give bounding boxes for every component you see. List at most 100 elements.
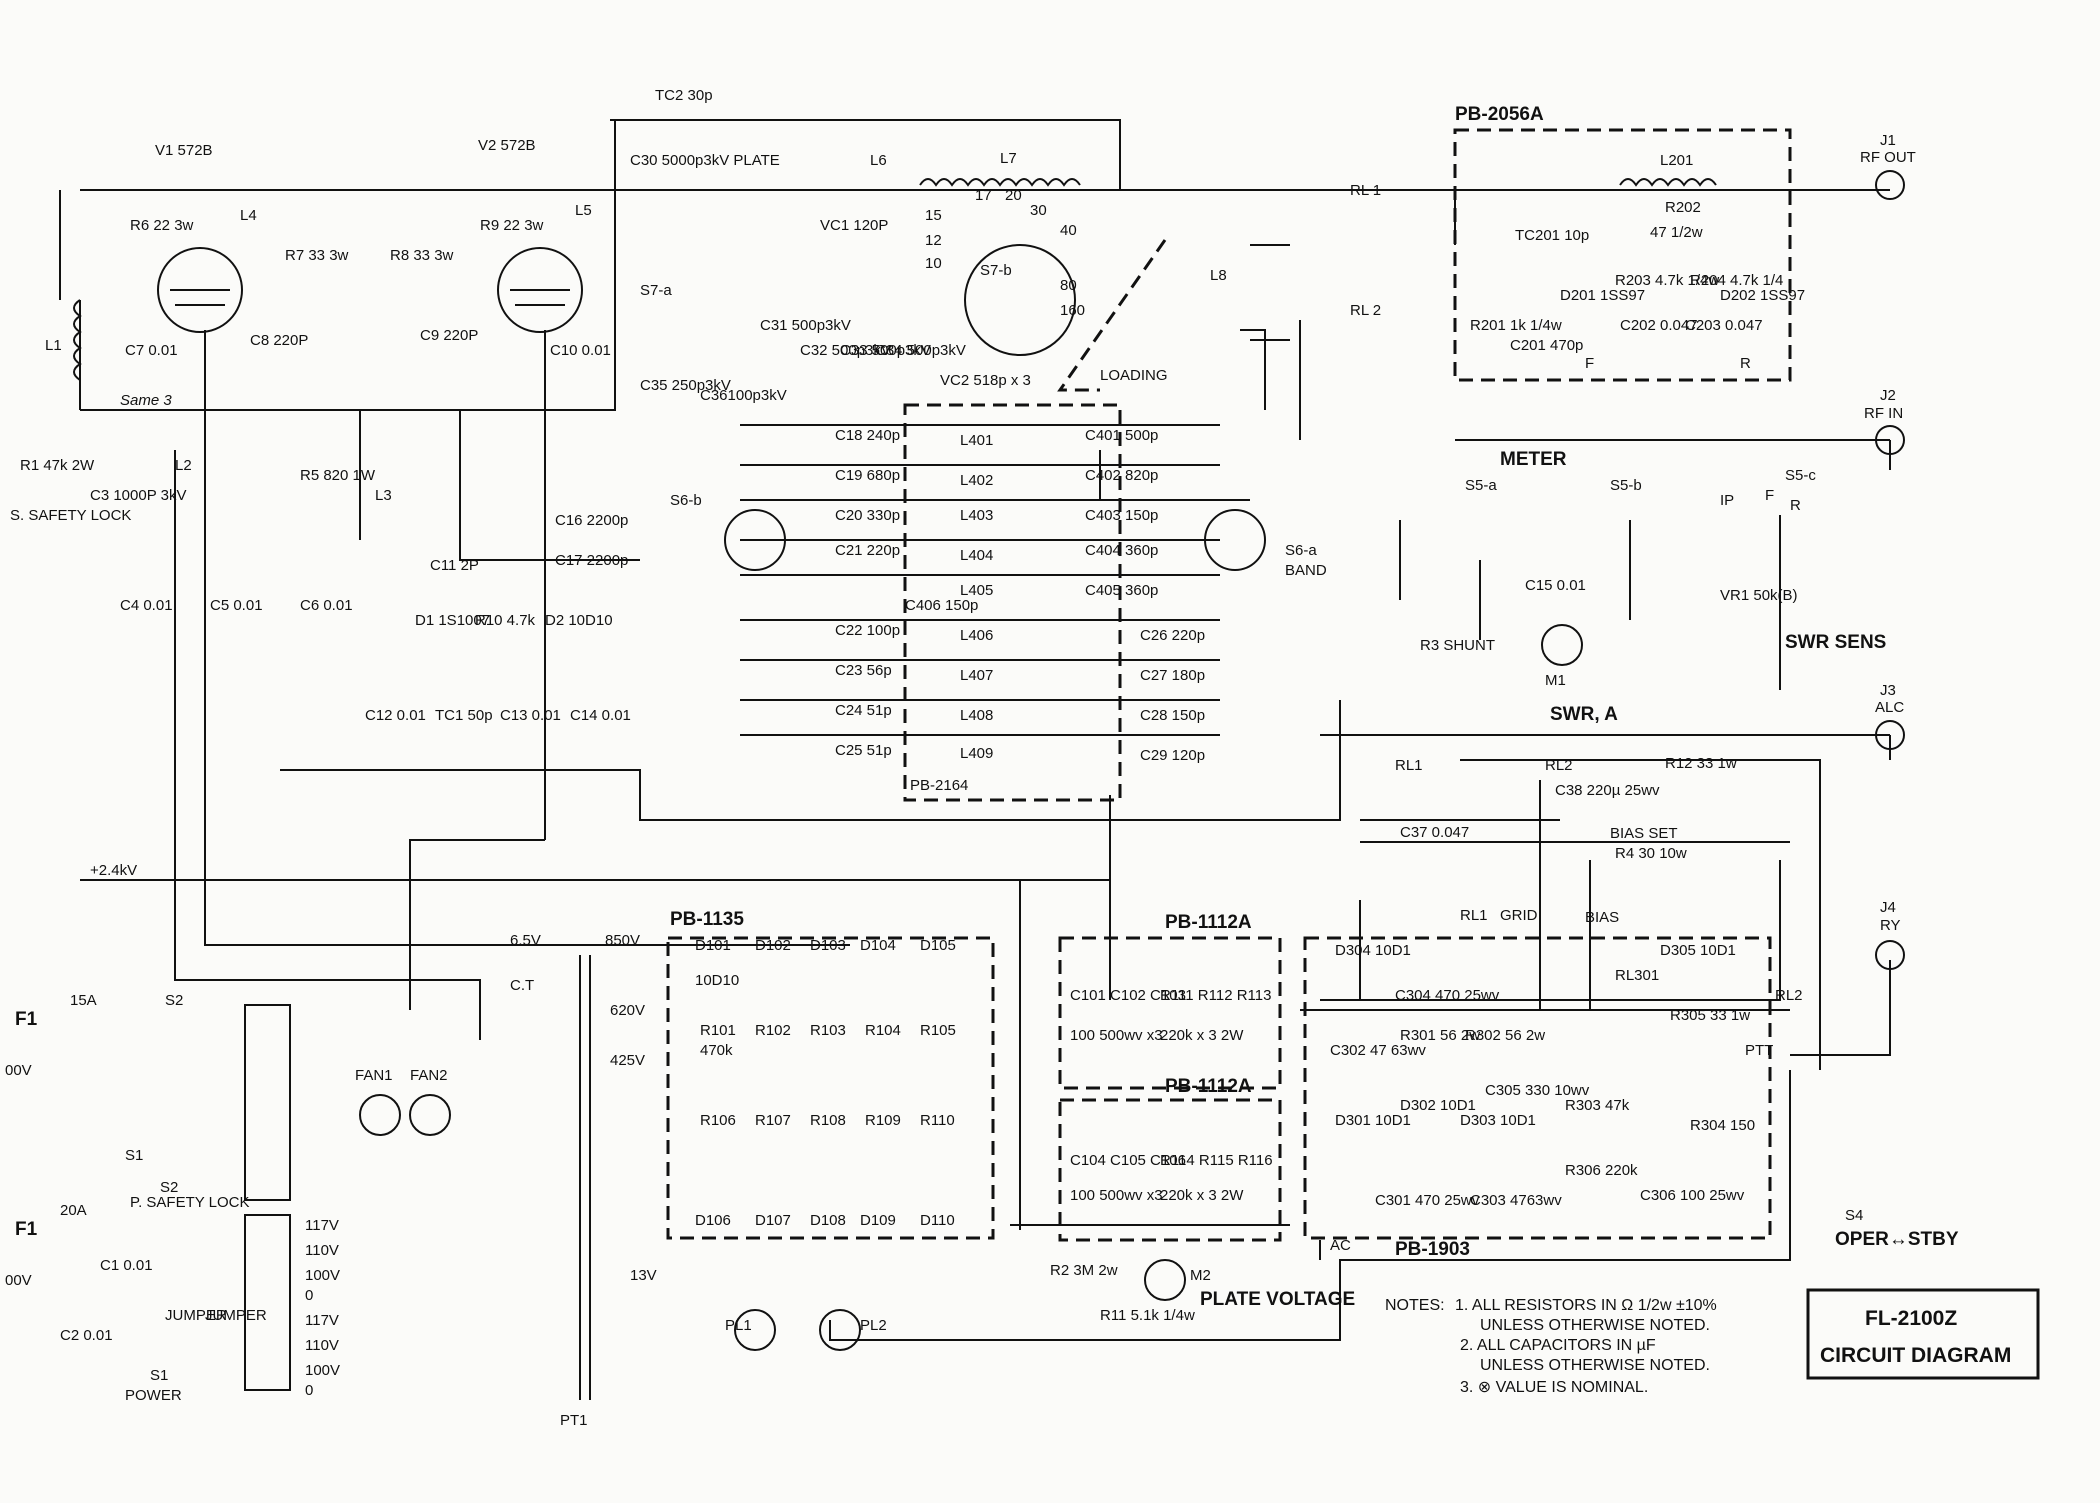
- r302-label: R302 56 2w: [1465, 1027, 1545, 1044]
- meter-m2: [1144, 1259, 1186, 1301]
- pb1903-rl2: RL2: [1775, 987, 1803, 1004]
- s2a-label: S2: [165, 992, 183, 1009]
- r2-label: R2 3M 2w: [1050, 1262, 1118, 1279]
- c38-label: C38 220µ 25wv: [1555, 782, 1660, 799]
- c21-label: C21 220p: [835, 542, 900, 559]
- band-label: BAND: [1285, 562, 1327, 579]
- power-label: POWER: [125, 1387, 182, 1404]
- j4-name: RY: [1880, 917, 1901, 934]
- d302-label: D302 10D1: [1400, 1097, 1476, 1114]
- c4-label: C4 0.01: [120, 597, 173, 614]
- r3-label: R3 SHUNT: [1420, 637, 1495, 654]
- r305-label: R305 33 1w: [1670, 1007, 1750, 1024]
- pb1903-label: PB-1903: [1395, 1239, 1470, 1260]
- bias-set-label: BIAS SET: [1610, 825, 1678, 842]
- r204-label: R204 4.7k 1/4: [1690, 272, 1783, 289]
- board-pb1112a-1: [1058, 936, 1282, 1090]
- pt1-label: PT1: [560, 1412, 588, 1429]
- meter-r: R: [1790, 497, 1801, 514]
- r108-label: R108: [810, 1112, 846, 1129]
- fan1-icon: [359, 1094, 401, 1136]
- pb2056a-label: PB-2056A: [1455, 104, 1544, 125]
- r303-label: R303 47k: [1565, 1097, 1630, 1114]
- c404-label: C404 360p: [1085, 542, 1158, 559]
- ct-label: C.T: [510, 977, 534, 994]
- c17-label: C17 2200p: [555, 552, 628, 569]
- c32-label: C32 500p3kV: [800, 342, 891, 359]
- r101-label: R101: [700, 1022, 736, 1039]
- c14-label: C14 0.01: [570, 707, 631, 724]
- r4-label: R4 30 10w: [1615, 845, 1687, 862]
- d108-label: D108: [810, 1212, 846, 1229]
- s5a-label: S5-a: [1465, 477, 1497, 494]
- c13-label: C13 0.01: [500, 707, 561, 724]
- bias-label: BIAS: [1585, 909, 1619, 926]
- c26-label: C26 220p: [1140, 627, 1205, 644]
- meter-title: METER: [1500, 449, 1567, 470]
- r202-value: 47 1/2w: [1650, 224, 1703, 241]
- r201-label: R201 1k 1/4w: [1470, 317, 1562, 334]
- j4-label: J4: [1880, 899, 1896, 916]
- d305-label: D305 10D1: [1660, 942, 1736, 959]
- r1-label: R1 47k 2W: [20, 457, 95, 474]
- m2-label: M2: [1190, 1267, 1211, 1284]
- r8-label: R8 33 3w: [390, 247, 454, 264]
- d301-label: D301 10D1: [1335, 1112, 1411, 1129]
- fan1-label: FAN1: [355, 1067, 393, 1084]
- c301-label: C301 470 25wv: [1375, 1192, 1480, 1209]
- loading-label: LOADING: [1100, 367, 1168, 384]
- j2-label: J2: [1880, 387, 1896, 404]
- m1-label: M1: [1545, 672, 1566, 689]
- s7b-label: S7-b: [980, 262, 1012, 279]
- j3-label: J3: [1880, 682, 1896, 699]
- psafety-label: P. SAFETY LOCK: [130, 1194, 250, 1211]
- c304-label: C304 470 25wv: [1395, 987, 1500, 1004]
- note-2a: 2. ALL CAPACITORS IN µF: [1460, 1337, 1656, 1354]
- c1-label: C1 0.01: [100, 1257, 153, 1274]
- c3-label: C3 1000P 3kV: [90, 487, 186, 504]
- coil-l403: L403: [960, 507, 993, 524]
- j1-label: J1: [1880, 132, 1896, 149]
- v00b-label: 00V: [5, 1272, 32, 1289]
- coil-l406: L406: [960, 627, 993, 644]
- jacks: [1875, 170, 1905, 970]
- c403-label: C403 150p: [1085, 507, 1158, 524]
- tc201-label: TC201 10p: [1515, 227, 1589, 244]
- tc2-label: TC2 30p: [655, 87, 713, 104]
- s5c-label: S5-c: [1785, 467, 1816, 484]
- c15-label: C15 0.01: [1525, 577, 1586, 594]
- r101-value: 470k: [700, 1042, 733, 1059]
- v850-label: 850V: [605, 932, 640, 949]
- pb1112-caps1: C101 C102 C103: [1070, 987, 1186, 1004]
- band-coils: [740, 424, 1220, 736]
- l201-label: L201: [1660, 152, 1693, 169]
- note-1b: UNLESS OTHERWISE NOTED.: [1480, 1317, 1710, 1334]
- ac-label: AC: [1330, 1237, 1351, 1254]
- board-pb1112a-2: [1058, 1098, 1282, 1242]
- c30-label: C30 5000p3kV PLATE: [630, 152, 780, 169]
- switch-s7b: [964, 244, 1076, 356]
- d105-label: D105: [920, 937, 956, 954]
- pb2056-f: F: [1585, 355, 1594, 372]
- c8-label: C8 220P: [250, 332, 308, 349]
- tube-v1-label: V1 572B: [155, 142, 213, 159]
- s7a-label: S7-a: [640, 282, 672, 299]
- c12-label: C12 0.01: [365, 707, 426, 724]
- wiring: [59, 119, 1891, 1341]
- c33-label: C33 500p3kV: [840, 342, 931, 359]
- d202-label: D202 1SS97: [1720, 287, 1805, 304]
- r102-label: R102: [755, 1022, 791, 1039]
- coil-l408: L408: [960, 707, 993, 724]
- r7-label: R7 33 3w: [285, 247, 349, 264]
- pb1135-labels: D101 D102 D103 D104 D105 D106 D107 D108 …: [695, 937, 956, 1229]
- c28-label: C28 150p: [1140, 707, 1205, 724]
- c305-label: C305 330 10wv: [1485, 1082, 1590, 1099]
- alc-rl1: RL1: [1395, 757, 1423, 774]
- d2-label: D2 10D10: [545, 612, 613, 629]
- ptt-label: PTT: [1745, 1042, 1773, 1059]
- c36-label: C36100p3kV: [700, 387, 787, 404]
- lamp-pl2-icon: [819, 1309, 861, 1351]
- d303-label: D303 10D1: [1460, 1112, 1536, 1129]
- s6b-label: S6-b: [670, 492, 702, 509]
